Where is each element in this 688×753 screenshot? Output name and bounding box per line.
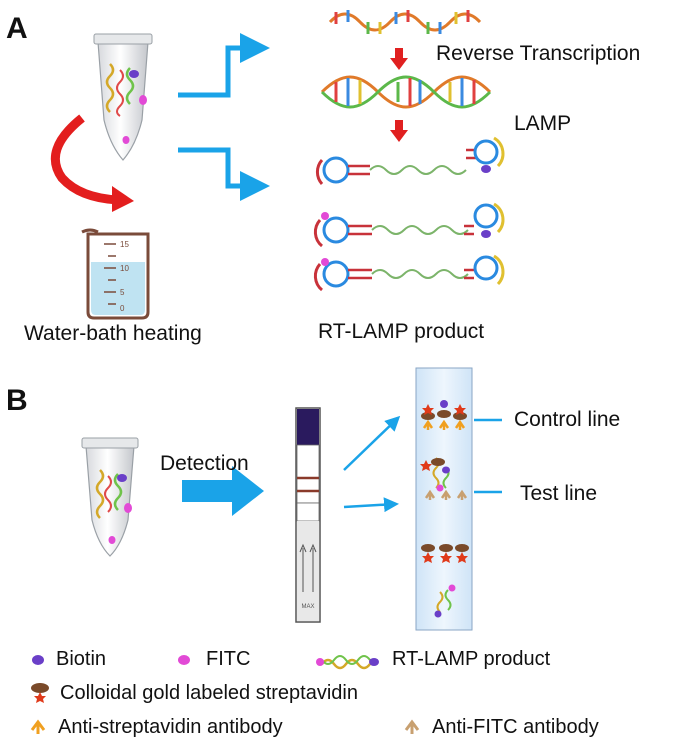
colloidal-gold-legend-label: Colloidal gold labeled streptavidin (60, 682, 358, 704)
beaker-tick-0: 0 (120, 304, 125, 313)
heating-curved-arrow (50, 114, 134, 212)
down-arrow-lamp (390, 120, 408, 142)
detection-arrow (182, 466, 264, 516)
beaker-tick-5: 5 (120, 288, 125, 297)
lamp-product-1 (315, 136, 505, 185)
lateral-flow-strip: MAX (295, 407, 321, 623)
panel-a-letter: A (6, 12, 28, 45)
colloidal-gold-legend-icon (31, 683, 49, 703)
lamp-label: LAMP (514, 112, 572, 135)
anti-fitc-legend-icon (404, 719, 420, 734)
sample-tube-a (93, 33, 153, 161)
lamp-product-3 (313, 254, 505, 292)
zoom-arrow-test (343, 497, 399, 513)
sample-product-zone (434, 584, 456, 618)
reverse-transcription-label: Reverse Transcription (436, 42, 641, 65)
gold-conjugate-zone (421, 544, 469, 563)
anti-streptavidin-legend-icon (30, 719, 46, 734)
anti-streptavidin-legend-label: Anti-streptavidin antibody (58, 716, 283, 738)
anti-fitc-legend-label: Anti-FITC antibody (432, 716, 599, 738)
zoom-arrow-control (343, 415, 401, 471)
rt-lamp-product-legend-label: RT-LAMP product (392, 648, 551, 670)
strip-max-label: MAX (301, 604, 314, 610)
water-bath-beaker: 15 10 5 0 (81, 228, 150, 320)
detection-label: Detection (160, 452, 249, 475)
beaker-tick-15: 15 (120, 240, 129, 249)
cdna-double-helix (320, 75, 492, 109)
enlarged-strip (415, 367, 473, 631)
fitc-legend-icon (178, 655, 190, 665)
rna-strand (328, 10, 482, 34)
down-arrow-rt (390, 48, 408, 70)
test-line-label: Test line (520, 482, 598, 505)
water-bath-heating-label: Water-bath heating (24, 322, 202, 345)
biotin-legend-icon (32, 655, 44, 665)
panel-b-letter: B (6, 384, 28, 417)
sample-tube-b (81, 437, 139, 557)
rt-lamp-product-label: RT-LAMP product (318, 320, 485, 343)
test-line-complex (420, 457, 468, 500)
flow-arrow-lower (178, 147, 270, 201)
control-line-complex (421, 400, 467, 430)
control-line-label: Control line (514, 408, 621, 431)
flow-arrow-upper (178, 33, 270, 98)
beaker-tick-10: 10 (120, 264, 129, 273)
fitc-legend-label: FITC (206, 648, 251, 670)
lamp-product-2 (313, 202, 505, 248)
rt-lamp-product-legend-icon (316, 655, 379, 670)
biotin-legend-label: Biotin (56, 648, 107, 670)
